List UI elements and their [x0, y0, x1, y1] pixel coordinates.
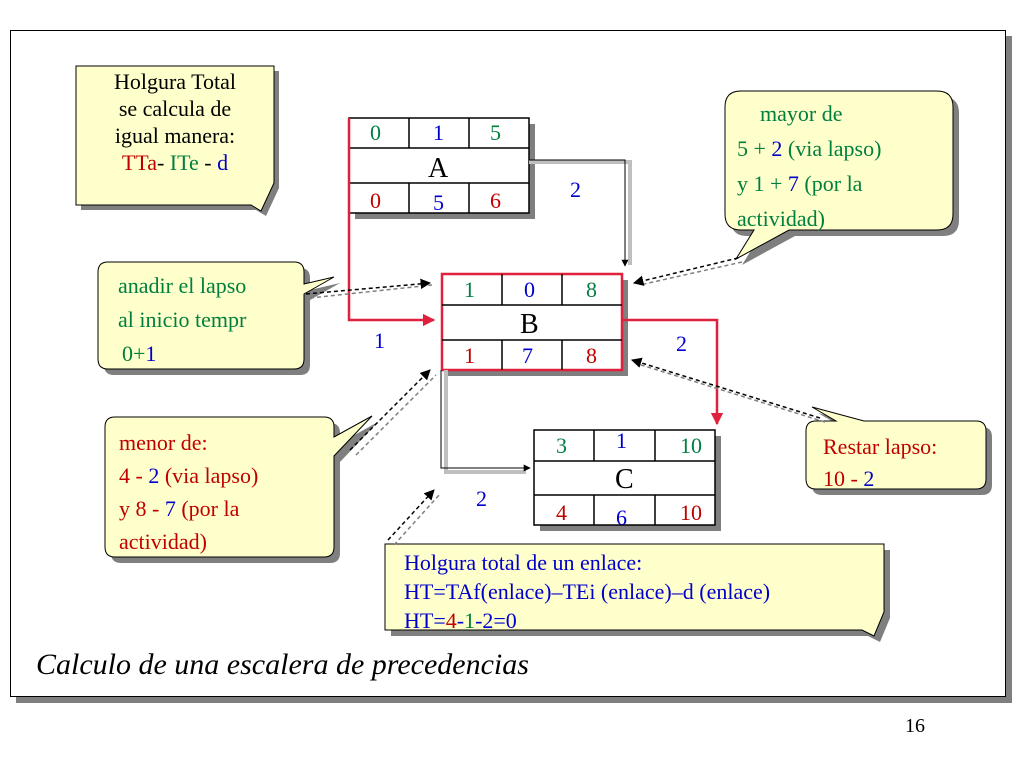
- callout-menor-line1: menor de:: [119, 430, 208, 455]
- node-a-box: [348, 117, 530, 214]
- node-c-ef: 10: [680, 433, 702, 458]
- critical-link-a-b: [347, 118, 436, 327]
- callout-holgura-total-line1: Holgura Total: [113, 69, 237, 94]
- node-a-label: A: [428, 153, 449, 184]
- node-b-float: 0: [524, 277, 535, 302]
- node-c-float: 1: [616, 428, 627, 453]
- callout-holgura-total-line2: se calcula de: [118, 96, 232, 121]
- callout-anadir-line1: anadir el lapso: [118, 273, 247, 298]
- node-b-ls: 1: [464, 343, 475, 368]
- callout-mayor-shape: [724, 90, 959, 265]
- callout-holgura-total-formula: TTa- ITe - d: [121, 150, 229, 175]
- node-a-ls: 0: [370, 188, 381, 213]
- node-b-es: 1: [464, 277, 475, 302]
- callout-mayor-line3: y 1 + 7 (por la: [737, 171, 863, 196]
- callout-enlace-line3: HT=4-1-2=0: [404, 608, 517, 633]
- callout-restar-line1: Restar lapso:: [823, 434, 938, 459]
- callout-enlace-line1: Holgura total de un enlace:: [404, 550, 643, 575]
- node-c-es: 3: [556, 433, 567, 458]
- callout-mayor-line2: 5 + 2 (via lapso): [737, 136, 882, 161]
- callout-menor-line4: actividad): [119, 529, 207, 554]
- node-a-float: 5: [433, 190, 444, 215]
- lag-label-a-b-end: 2: [570, 177, 581, 202]
- lag-label-a-b-start: 1: [374, 328, 385, 353]
- callout-anadir-line3: 0+1: [122, 341, 157, 366]
- callout-anadir-line2: al inicio tempr: [118, 307, 247, 332]
- link-a-b-end: [529, 159, 632, 267]
- node-b-duration: 7: [522, 343, 533, 368]
- node-c-ls: 4: [556, 500, 567, 525]
- node-c-lf: 10: [680, 500, 702, 525]
- callout-mayor-line1: mayor de: [760, 101, 843, 126]
- callout-anadir-shape: [97, 261, 340, 375]
- callout-holgura-total-shape: [75, 65, 279, 216]
- callout-menor-shape: [104, 415, 378, 563]
- node-b-lf: 8: [586, 343, 597, 368]
- critical-link-b-c: [622, 318, 724, 426]
- node-c-label: C: [615, 464, 634, 495]
- node-b-label: B: [520, 309, 539, 340]
- callout-enlace-line2: HT=TAf(enlace)–TEi (enlace)–d (enlace): [404, 579, 771, 604]
- node-a-ef: 5: [490, 120, 501, 145]
- callout-restar-shape: [805, 406, 992, 495]
- callout-holgura-enlace-shape: [384, 543, 890, 642]
- node-c-box: [533, 429, 716, 526]
- dashed-pointer-arrows: [305, 257, 826, 546]
- node-a-duration: 1: [433, 120, 444, 145]
- node-b-box: [440, 272, 624, 372]
- slide-title: Calculo de una escalera de precedencias: [36, 648, 529, 681]
- page-number: 16: [905, 715, 925, 737]
- lag-label-b-c-end: 2: [676, 331, 687, 356]
- callout-restar-line2: 10 - 2: [823, 466, 875, 491]
- node-b-ef: 8: [586, 277, 597, 302]
- callout-holgura-total-line3: igual manera:: [114, 123, 236, 148]
- link-b-c-start: [440, 370, 531, 474]
- node-a-es: 0: [370, 120, 381, 145]
- node-c-duration: 6: [616, 505, 627, 530]
- node-a-lf: 6: [490, 188, 501, 213]
- callout-mayor-line4: actividad): [737, 206, 825, 231]
- lag-label-b-c-start: 2: [476, 486, 487, 511]
- callout-menor-line2: 4 - 2 (via lapso): [119, 463, 259, 488]
- callout-menor-line3: y 8 - 7 (por la: [119, 496, 240, 521]
